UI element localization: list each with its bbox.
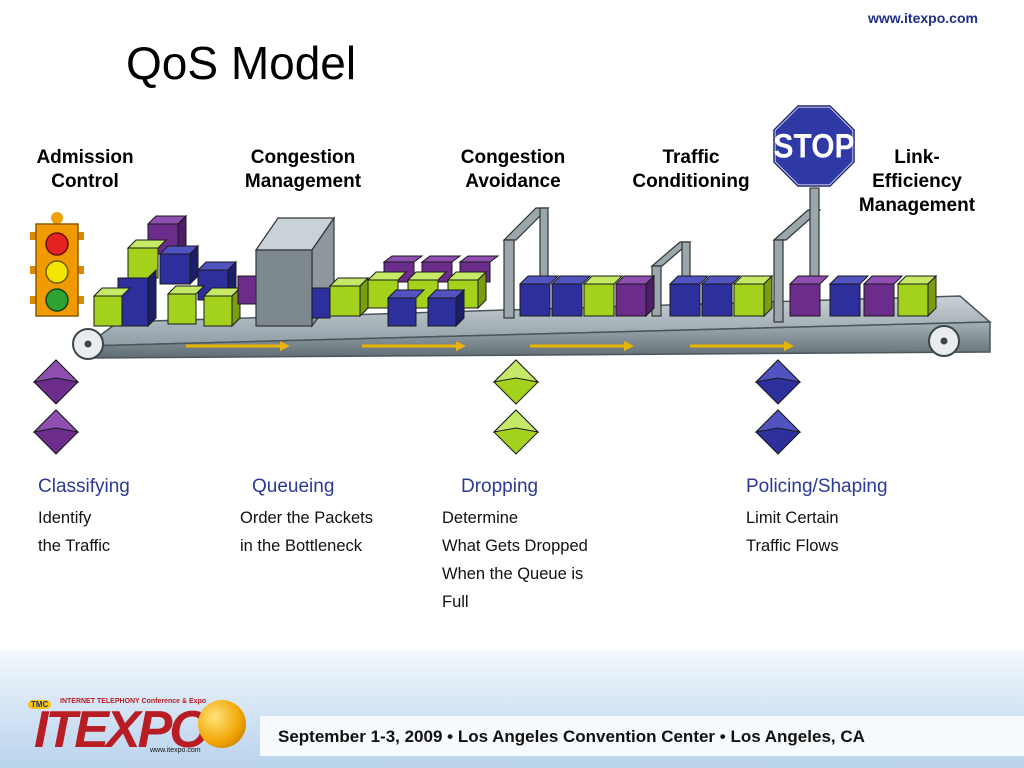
category-title-dropping: Dropping [461,476,539,497]
stage-label-line: Traffic [662,147,720,168]
stage-label-line: Admission [36,147,134,168]
category-desc-line: in the Bottleneck [240,537,362,555]
stop-sign-icon: STOP [772,104,856,188]
stage-label-admission-control: Admission Control [22,146,148,194]
category-desc-line: Traffic Flows [746,537,839,555]
footer-band [260,716,1024,756]
stage-label-traffic-conditioning: Traffic Conditioning [616,146,766,194]
stage-label-link-efficiency-management: Link- Efficiency Management [842,146,992,218]
stage-label-line: Avoidance [465,171,561,192]
logo-tagline: INTERNET TELEPHONY Conference & Expo [60,698,207,705]
stage-label-line: Management [858,195,976,216]
packet-queue [311,255,500,328]
category-desc-line: When the Queue is [442,565,584,583]
tmc-badge: TMC [28,700,52,709]
stage-label-line: Congestion [460,147,566,168]
stage-label-line: Efficiency [872,171,962,192]
stage-label-congestion-management: Congestion Management [228,146,378,194]
site-url[interactable]: www.itexpo.com [868,10,978,26]
category-desc-line: the Traffic [38,537,111,555]
slide-title: QoS Model [126,37,357,89]
packet-stream [518,274,938,318]
itexpo-logo: ITEXPO [34,701,210,759]
logo-url: www.itexpo.com [150,747,201,754]
category-desc-queueing: Order the Packets in the Bottleneck [240,504,373,560]
slide-footer: TMC INTERNET TELEPHONY Conference & Expo… [0,650,1024,768]
traffic-light-icon [30,212,84,317]
gate-congestion-avoidance [502,207,550,319]
category-title-classifying: Classifying [38,476,130,497]
category-title-policing-shaping: Policing/Shaping [746,476,888,497]
category-desc-line: Identify [38,509,92,527]
stage-label-line: Link- [894,147,940,168]
category-desc-policing-shaping: Limit Certain Traffic Flows [746,504,839,560]
category-desc-line: Determine [442,509,519,527]
stage-label-line: Control [51,171,119,192]
category-desc-classifying: Identify the Traffic [38,504,110,560]
category-desc-dropping: Determine What Gets Dropped When the Que… [442,504,588,616]
globe-icon [198,700,246,748]
stage-label-congestion-avoidance: Congestion Avoidance [442,146,584,194]
policed-packet-diamonds [754,359,802,455]
stage-label-line: Conditioning [632,171,750,192]
belt-direction-arrows [186,341,794,351]
category-desc-line: Order the Packets [240,509,373,527]
event-info: September 1-3, 2009 • Los Angeles Conven… [278,727,865,746]
category-title-queueing: Queueing [252,476,335,497]
category-desc-line: Full [442,593,469,611]
dropped-packet-diamonds [492,359,540,455]
category-desc-line: Limit Certain [746,509,839,527]
stage-label-line: Management [244,171,362,192]
classified-packet-diamonds [32,359,80,455]
stop-sign-text: STOP [773,127,854,165]
packet-pile-admission [92,214,257,328]
stage-label-line: Congestion [250,147,356,168]
qos-conveyor-diagram: STOP [30,104,992,455]
category-desc-line: What Gets Dropped [442,537,588,555]
